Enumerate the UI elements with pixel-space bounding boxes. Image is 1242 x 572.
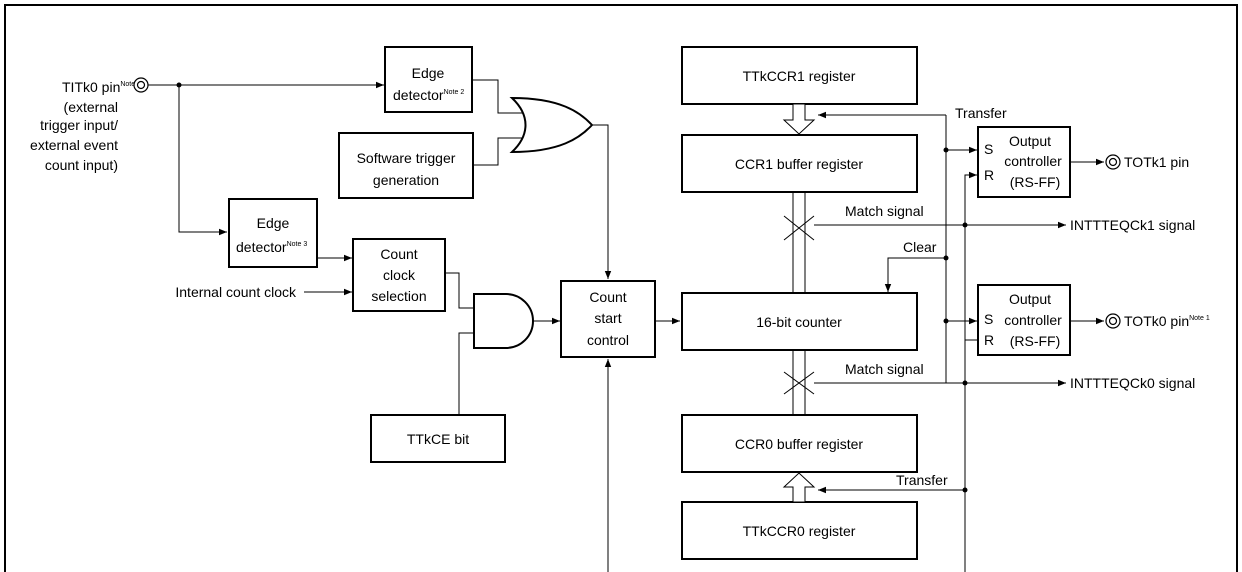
counter-label: 16-bit counter [756,314,842,330]
input-desc-line-4: count input) [45,157,118,173]
ttkce-bit-box [370,414,506,463]
match-signal-1-label: Match signal [845,203,924,219]
svg-text:TOTk0 pinNote 1: TOTk0 pinNote 1 [1124,313,1210,329]
transfer-arrow-up-icon [782,472,816,503]
transfer-bottom-label: Transfer [896,472,948,488]
junction-946-b [943,255,949,261]
totk0-pin-terminal-icon [1105,313,1121,329]
clksel-line2: clock [383,267,416,283]
input-desc-line-1: (external [64,99,118,115]
edge-detector-2-line1: Edge [257,215,290,231]
wire-to-edge2 [178,85,227,236]
count-start-line2: start [594,310,621,326]
edge-detector-2-box [228,198,318,268]
wire-clear [884,257,946,292]
edge-detector-2-line2: detectorNote 3 [236,239,307,255]
oc0-s-label: S [984,311,993,327]
ccr1-buffer-label: CCR1 buffer register [735,156,863,172]
count-start-control-box [560,280,656,358]
output-controller-1-box [977,126,1071,198]
software-trigger-line2: generation [373,172,439,188]
output-controller-0-box [977,284,1071,356]
interrupt-0-label: INTTTEQCk0 signal [1070,375,1195,391]
ttkccr1-register-box [681,46,918,105]
oc1-r-label: R [984,167,994,183]
interrupt-1-label: INTTTEQCk1 signal [1070,217,1195,233]
totk1-pin-label: TOTk1 pin [1124,154,1189,170]
wire-ttkce-to-and [458,332,474,415]
edge-detector-1-line1: Edge [412,65,445,81]
and-gate-icon [473,293,534,349]
wire-swtrig-to-or [473,137,524,166]
input-desc-line-2: trigger input/ [40,117,118,133]
oc0-r-label: R [984,332,994,348]
oc0-line3: (RS-FF) [1010,333,1061,349]
count-clock-selection-box [352,238,446,312]
junction-965-c [962,487,968,493]
figure-frame [4,4,1238,572]
count-start-line3: control [587,332,629,348]
clksel-line1: Count [380,246,417,262]
software-trigger-line1: Software trigger [357,150,456,166]
ccr0-buffer-box [681,414,918,473]
wire-clksel-to-and [445,272,474,309]
oc1-line2: controller [1004,153,1062,169]
oc0-line2: controller [1004,312,1062,328]
ttkccr0-register-label: TTkCCR0 register [743,523,856,539]
wire-or-to-count-start [592,124,612,279]
oc1-line1: Output [1009,133,1051,149]
oc0-line1: Output [1009,291,1051,307]
internal-clock-label: Internal count clock [175,284,297,300]
svg-text:TITk0 pinNote 1: TITk0 pinNote 1 [62,79,141,95]
or-gate-icon [509,96,594,154]
transfer-top-label: Transfer [955,105,1007,121]
bus-ccr1-cross [783,215,815,241]
svg-text:detectorNote 2: detectorNote 2 [393,87,464,103]
transfer-arrow-down-icon [782,103,816,135]
clear-label: Clear [903,239,937,255]
input-desc-line-3: external event [30,137,118,153]
svg-text:detectorNote 3: detectorNote 3 [236,239,307,255]
bus-ccr0-cross [783,371,815,395]
ttkccr1-register-label: TTkCCR1 register [743,68,856,84]
clksel-line3: selection [371,288,426,304]
junction-965-b [962,380,968,386]
totk0-pin-label: TOTk0 pinNote 1 [1124,313,1210,329]
oc1-line3: (RS-FF) [1010,174,1061,190]
oc1-s-label: S [984,141,993,157]
ccr1-buffer-box [681,134,918,193]
edge-detector-1-line2: detectorNote 2 [393,87,464,103]
titk0-pin-terminal-icon [133,77,149,93]
wire-reset-1 [964,171,977,225]
counter-box [681,292,918,351]
match-signal-0-label: Match signal [845,361,924,377]
ccr0-buffer-label: CCR0 buffer register [735,436,863,452]
wire-edge1-to-or [472,79,524,114]
ttkce-bit-label: TTkCE bit [407,431,469,447]
totk1-pin-terminal-icon [1105,154,1121,170]
ttkccr0-register-box [681,501,918,560]
titk0-pin-label: TITk0 pinNote 1 [62,79,141,95]
count-start-line1: Count [589,289,626,305]
